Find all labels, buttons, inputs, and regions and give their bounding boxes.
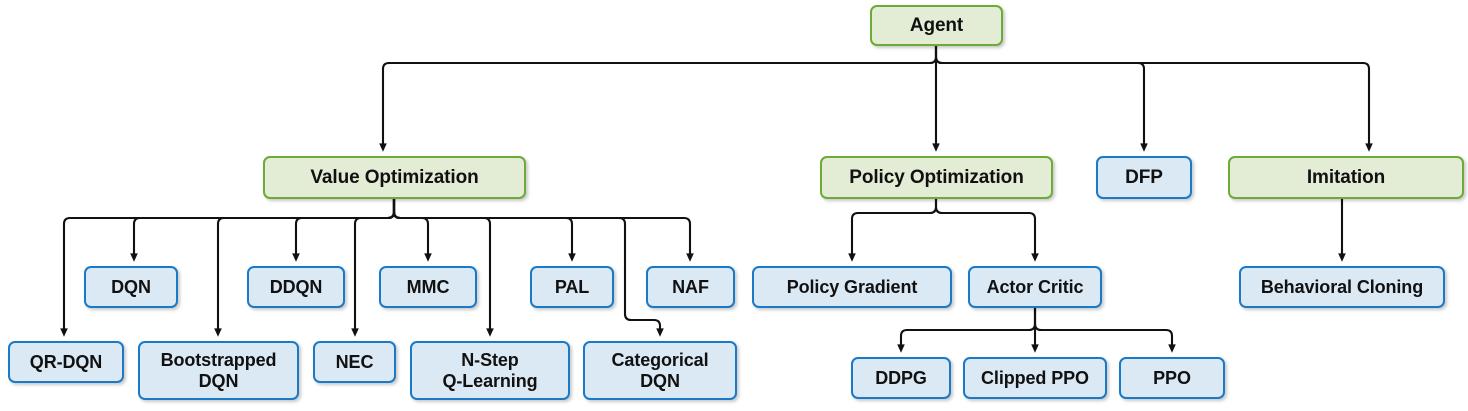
node-value_opt[interactable]: Value Optimization bbox=[263, 156, 526, 199]
node-policy_opt[interactable]: Policy Optimization bbox=[820, 156, 1053, 199]
node-label-mmc: MMC bbox=[406, 276, 450, 297]
node-ppo[interactable]: PPO bbox=[1119, 357, 1225, 399]
node-imitation[interactable]: Imitation bbox=[1228, 156, 1464, 199]
edge-actor-critic-ddpg bbox=[897, 308, 1037, 353]
edge-value-optimization-ddqn bbox=[292, 199, 396, 262]
node-label-imitation: Imitation bbox=[1306, 166, 1386, 188]
node-pal[interactable]: PAL bbox=[530, 266, 614, 308]
edge-policy-optimization-actor-critic bbox=[934, 199, 1039, 262]
node-label-ddpg: DDPG bbox=[875, 367, 927, 388]
node-label-clipped_ppo: Clipped PPO bbox=[981, 367, 1089, 388]
node-label-qr_dqn: QR-DQN bbox=[29, 351, 103, 372]
node-label-ppo: PPO bbox=[1153, 367, 1191, 388]
node-categorical_dqn[interactable]: Categorical DQN bbox=[583, 341, 737, 400]
node-n_step_q[interactable]: N-Step Q-Learning bbox=[410, 341, 570, 400]
node-label-bootstrapped_dqn: Bootstrapped DQN bbox=[160, 350, 277, 391]
node-label-behavioral: Behavioral Cloning bbox=[1260, 276, 1424, 297]
edge-actor-critic-ppo bbox=[1033, 308, 1176, 353]
node-qr_dqn[interactable]: QR-DQN bbox=[8, 341, 124, 383]
node-label-ddqn: DDQN bbox=[269, 276, 323, 297]
node-label-agent: Agent bbox=[909, 14, 964, 36]
node-ddqn[interactable]: DDQN bbox=[247, 266, 345, 308]
node-label-actor_critic: Actor Critic bbox=[986, 276, 1084, 297]
edge-value-optimization-naf bbox=[392, 199, 694, 262]
edge-agent-imitation bbox=[934, 46, 1373, 152]
node-clipped_ppo[interactable]: Clipped PPO bbox=[963, 357, 1107, 399]
edge-value-optimization-pal bbox=[392, 199, 576, 262]
edge-agent-dfp bbox=[934, 46, 1148, 152]
edge-policy-optimization-policy-gradient bbox=[848, 199, 938, 262]
node-label-n_step_q: N-Step Q-Learning bbox=[442, 350, 538, 391]
node-label-categorical_dqn: Categorical DQN bbox=[611, 350, 709, 391]
edge-agent-value-optimization bbox=[379, 46, 938, 152]
node-actor_critic[interactable]: Actor Critic bbox=[968, 266, 1102, 308]
node-agent[interactable]: Agent bbox=[870, 5, 1003, 46]
node-naf[interactable]: NAF bbox=[646, 266, 735, 308]
node-label-policy_gradient: Policy Gradient bbox=[786, 276, 918, 297]
node-dqn[interactable]: DQN bbox=[84, 266, 178, 308]
edge-value-optimization-mmc bbox=[392, 199, 432, 262]
node-label-policy_opt: Policy Optimization bbox=[849, 166, 1024, 188]
node-mmc[interactable]: MMC bbox=[379, 266, 477, 308]
node-label-dfp: DFP bbox=[1125, 166, 1163, 188]
node-policy_gradient[interactable]: Policy Gradient bbox=[752, 266, 952, 308]
node-label-value_opt: Value Optimization bbox=[310, 166, 479, 188]
node-bootstrapped_dqn[interactable]: Bootstrapped DQN bbox=[138, 341, 299, 400]
node-label-pal: PAL bbox=[554, 276, 590, 297]
node-behavioral[interactable]: Behavioral Cloning bbox=[1239, 266, 1445, 308]
node-label-naf: NAF bbox=[672, 276, 709, 297]
node-ddpg[interactable]: DDPG bbox=[851, 357, 951, 399]
node-label-nec: NEC bbox=[335, 351, 374, 372]
node-nec[interactable]: NEC bbox=[313, 341, 396, 383]
node-dfp[interactable]: DFP bbox=[1096, 156, 1192, 199]
edge-value-optimization-dqn bbox=[130, 199, 396, 262]
node-label-dqn: DQN bbox=[111, 276, 151, 297]
